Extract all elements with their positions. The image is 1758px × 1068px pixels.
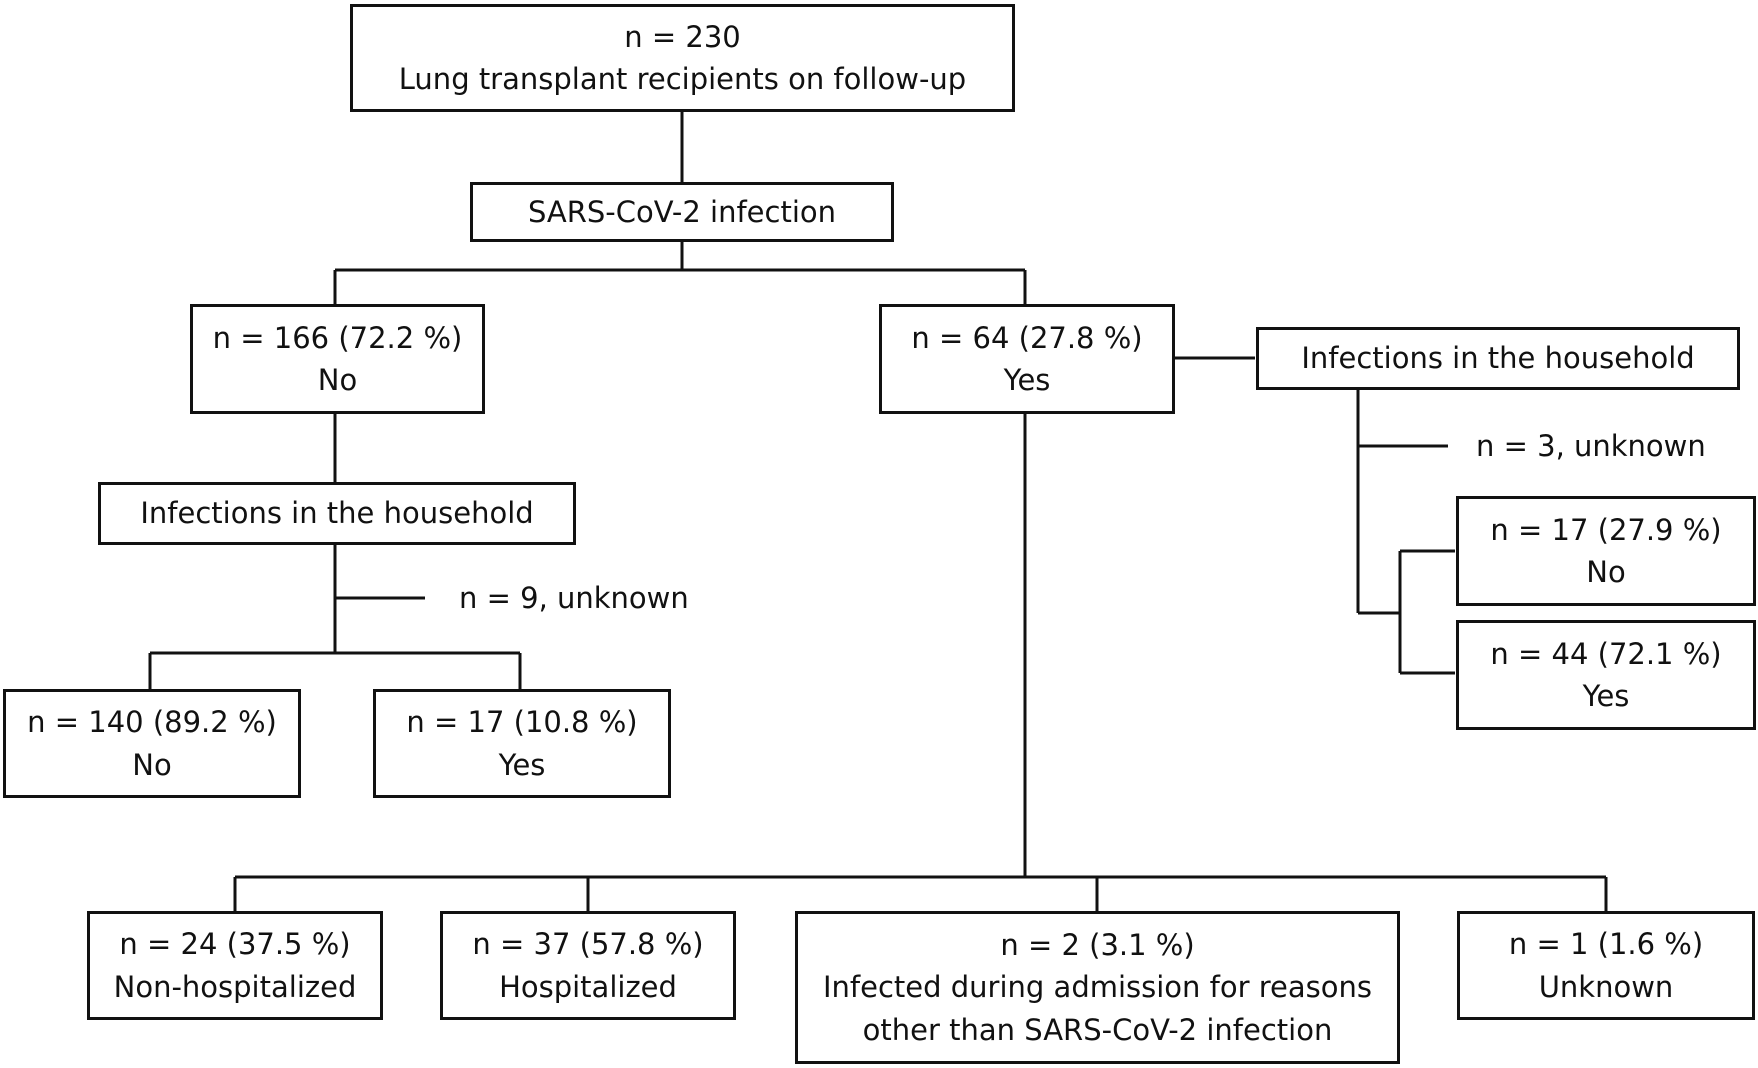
infection-question-box: SARS-CoV-2 infection xyxy=(470,182,894,242)
right-household-yes-label: Yes xyxy=(1582,679,1630,713)
left-household-unknown: n = 9, unknown xyxy=(459,581,689,615)
outcome-infected-during-admission-box: n = 2 (3.1 %) Infected during admission … xyxy=(795,911,1400,1064)
root-box: n = 230 Lung transplant recipients on fo… xyxy=(350,4,1015,112)
outcome-infected-during-admission-count: n = 2 (3.1 %) xyxy=(1000,928,1195,963)
outcome-infected-during-admission-label-line1: Infected during admission for reasons xyxy=(823,970,1372,1005)
right-household-label: Infections in the household xyxy=(1301,341,1695,376)
outcome-unknown-box: n = 1 (1.6 %) Unknown xyxy=(1457,911,1755,1020)
left-household-no-count: n = 140 (89.2 %) xyxy=(27,705,277,740)
left-household-label: Infections in the household xyxy=(140,496,534,531)
not-infected-label: No xyxy=(317,363,358,397)
outcome-non-hospitalized-count: n = 24 (37.5 %) xyxy=(119,927,351,962)
not-infected-box: n = 166 (72.2 %) No xyxy=(190,304,485,414)
left-household-yes-label: Yes xyxy=(498,747,546,782)
outcome-unknown-count: n = 1 (1.6 %) xyxy=(1508,927,1704,962)
root-label: Lung transplant recipients on follow-up xyxy=(398,62,967,96)
right-household-yes-count: n = 44 (72.1 %) xyxy=(1490,636,1722,671)
root-count: n = 230 xyxy=(624,19,741,54)
right-household-yes-box: n = 44 (72.1 %) Yes xyxy=(1456,620,1756,730)
right-household-unknown: n = 3, unknown xyxy=(1476,429,1706,463)
left-household-no-label: No xyxy=(132,747,172,782)
infection-question-label: SARS-CoV-2 infection xyxy=(527,194,837,229)
left-household-box: Infections in the household xyxy=(98,482,576,545)
left-household-yes-count: n = 17 (10.8 %) xyxy=(406,705,638,740)
infected-count: n = 64 (27.8 %) xyxy=(911,320,1143,355)
outcome-hospitalized-count: n = 37 (57.8 %) xyxy=(472,927,704,962)
outcome-hospitalized-box: n = 37 (57.8 %) Hospitalized xyxy=(440,911,736,1020)
infected-label: Yes xyxy=(1003,363,1051,397)
outcome-infected-during-admission-label-line2: other than SARS-CoV-2 infection xyxy=(862,1012,1333,1047)
outcome-hospitalized-label: Hospitalized xyxy=(499,969,677,1004)
outcome-non-hospitalized-label: Non-hospitalized xyxy=(113,969,357,1004)
not-infected-count: n = 166 (72.2 %) xyxy=(212,320,463,355)
right-household-no-label: No xyxy=(1586,555,1626,589)
infected-box: n = 64 (27.8 %) Yes xyxy=(879,304,1175,414)
right-household-box: Infections in the household xyxy=(1256,327,1740,390)
outcome-unknown-label: Unknown xyxy=(1538,969,1674,1004)
left-household-yes-box: n = 17 (10.8 %) Yes xyxy=(373,689,671,798)
outcome-non-hospitalized-box: n = 24 (37.5 %) Non-hospitalized xyxy=(87,911,383,1020)
right-household-no-box: n = 17 (27.9 %) No xyxy=(1456,496,1756,606)
right-household-no-count: n = 17 (27.9 %) xyxy=(1490,512,1722,547)
left-household-no-box: n = 140 (89.2 %) No xyxy=(3,689,301,798)
